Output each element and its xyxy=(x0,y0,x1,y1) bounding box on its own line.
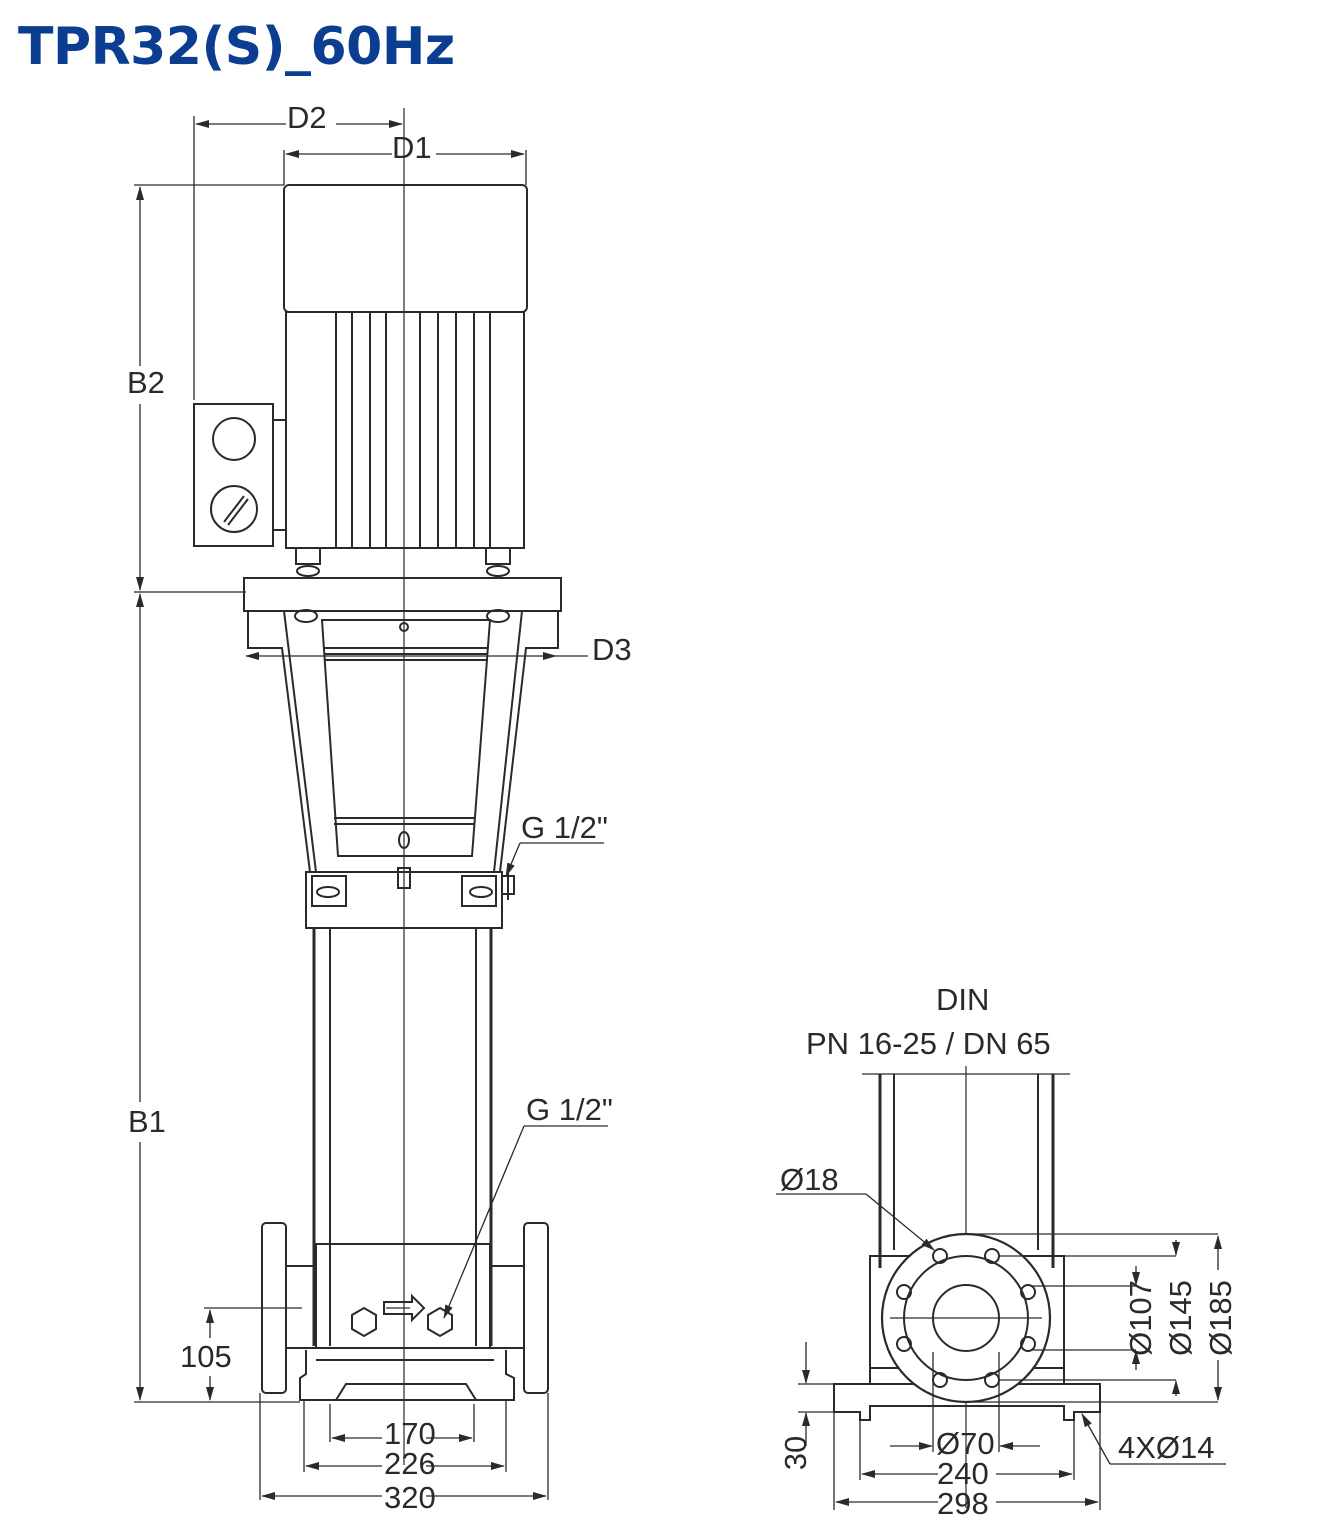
flow-arrow-icon xyxy=(383,1293,426,1323)
motor-flange xyxy=(243,577,562,612)
label-105: 105 xyxy=(180,1339,232,1374)
pump-base xyxy=(299,1350,515,1401)
label-b1: B1 xyxy=(128,1104,166,1139)
motor-fan-cover xyxy=(283,184,528,313)
motor-bolts xyxy=(295,547,511,577)
motor-body xyxy=(285,311,525,549)
drain-plugs xyxy=(351,1293,453,1338)
label-226: 226 xyxy=(384,1446,436,1481)
label-320: 320 xyxy=(384,1480,436,1515)
cable-gland-icon xyxy=(212,417,256,461)
label-298: 298 xyxy=(937,1486,989,1521)
label-d145: Ø145 xyxy=(1163,1280,1198,1356)
label-170: 170 xyxy=(384,1416,436,1451)
label-d18: Ø18 xyxy=(780,1162,839,1197)
label-d3: D3 xyxy=(592,632,632,667)
label-din: DIN xyxy=(936,982,989,1017)
label-pressure-class: PN 16-25 / DN 65 xyxy=(806,1026,1051,1061)
right-flange xyxy=(489,1222,549,1394)
cable-gland-icon xyxy=(210,485,258,533)
label-gauge-port-bottom: G 1/2" xyxy=(526,1092,613,1127)
dimension-labels: D2 D1 D3 B2 B1 G 1/2" G 1/2" 105 170 226… xyxy=(127,100,1238,1521)
page-title: TPR32(S)_60Hz xyxy=(18,17,455,77)
pump-front-view xyxy=(193,108,562,1465)
pump-head xyxy=(305,871,515,929)
label-d107: Ø107 xyxy=(1123,1280,1158,1356)
label-d1: D1 xyxy=(392,130,432,165)
label-d185: Ø185 xyxy=(1203,1280,1238,1356)
adapter-lantern xyxy=(247,610,559,889)
terminal-box xyxy=(193,403,287,547)
label-mounting-holes: 4XØ14 xyxy=(1118,1430,1215,1465)
front-view-dimensions xyxy=(134,116,608,1500)
label-b2: B2 xyxy=(127,365,165,400)
label-gauge-port-top: G 1/2" xyxy=(521,810,608,845)
label-d70: Ø70 xyxy=(936,1426,995,1461)
label-30: 30 xyxy=(778,1436,813,1470)
pump-sleeve xyxy=(312,928,493,1349)
label-d2: D2 xyxy=(287,100,327,135)
side-view-dimensions xyxy=(776,1193,1226,1510)
label-240: 240 xyxy=(937,1456,989,1491)
